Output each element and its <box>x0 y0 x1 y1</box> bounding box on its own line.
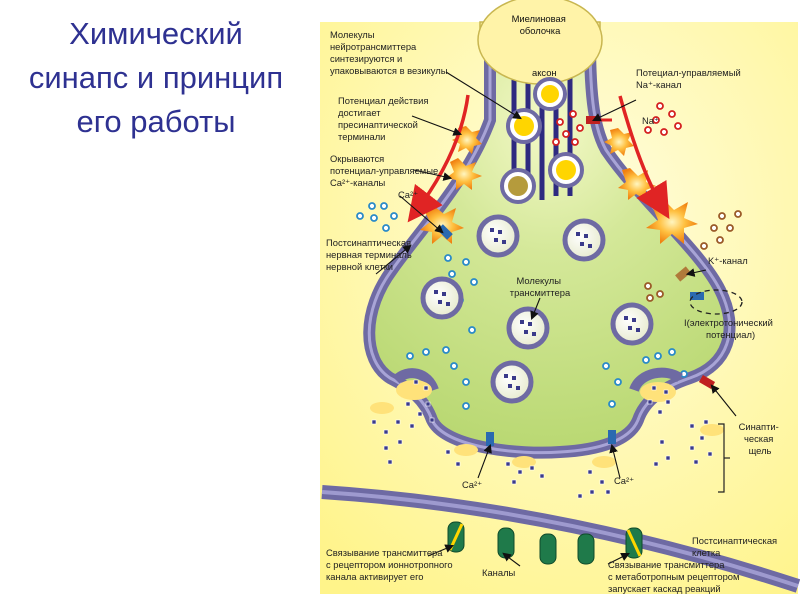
myelin-label: Миелиновая оболочка <box>512 13 569 36</box>
k-ions <box>644 210 742 302</box>
na-ion-label: Na⁺ <box>642 115 659 126</box>
channel <box>497 527 515 559</box>
cleft-blobs <box>370 402 724 468</box>
synaptic-cleft-label: Синапти- ческая щель <box>739 421 782 456</box>
ca-ions <box>356 202 688 410</box>
title-line: синапс и принцип <box>28 60 284 95</box>
vesicle <box>490 360 534 404</box>
na-ions <box>552 102 682 146</box>
ca-ion-label-right: Ca²⁺ <box>614 475 634 486</box>
vesicle <box>420 276 464 320</box>
released-transmitters <box>371 379 713 499</box>
na-channel-label: Потециал-управляемый Na⁺-канал <box>636 67 743 90</box>
title-line: Химический <box>69 16 243 51</box>
title-line: его работы <box>76 104 236 139</box>
action-potential-label: Потенциал действия достигает пресинаптич… <box>338 95 431 142</box>
ionotropic-receptor <box>447 521 465 553</box>
vesicle <box>506 306 550 350</box>
metabotropic-receptor <box>625 527 643 559</box>
k-channel-label: K⁺-канал <box>708 255 748 266</box>
ca-channels-open-label: Окрываются потенциал-управляемые Ca²⁺-ка… <box>330 153 441 188</box>
ca-ion-label-left: Ca²⁺ <box>462 479 482 490</box>
channel <box>577 533 595 565</box>
electrotonic-label: I(электротонический потенциал) <box>684 317 776 340</box>
ca-ion-label-top: Ca²⁺ <box>398 189 418 200</box>
axon-label: аксон <box>532 67 557 78</box>
postsynaptic-terminal-label: Постсинаптическая нервная терминаль нерв… <box>326 237 414 272</box>
transmitter-molecules-label: Молекулы трансмиттера <box>510 275 571 298</box>
postsynaptic-cell-label: Постсинаптическая клетка <box>692 535 780 558</box>
channel <box>539 533 557 565</box>
vesicle <box>562 218 606 262</box>
vesicle <box>610 302 654 346</box>
neurotransmitter-label: Молекулы нейротрансмиттера синтезируются… <box>330 29 448 76</box>
channels-label: Каналы <box>482 567 516 578</box>
na-channel <box>586 116 600 124</box>
ca-channel-bottom-right <box>608 430 616 444</box>
electrotonic-channel <box>690 292 704 300</box>
pointer-lines <box>375 71 737 567</box>
metabotropic-label: Связывание трансмиттера с метаботропным … <box>608 559 742 594</box>
vesicle <box>476 214 520 258</box>
slide-title: Химический синапс и принцип его работы <box>0 12 312 144</box>
ionotropic-label: Связывание трансмиттера с рецептором ион… <box>326 547 455 582</box>
ca-channel-bottom-left <box>486 432 494 446</box>
